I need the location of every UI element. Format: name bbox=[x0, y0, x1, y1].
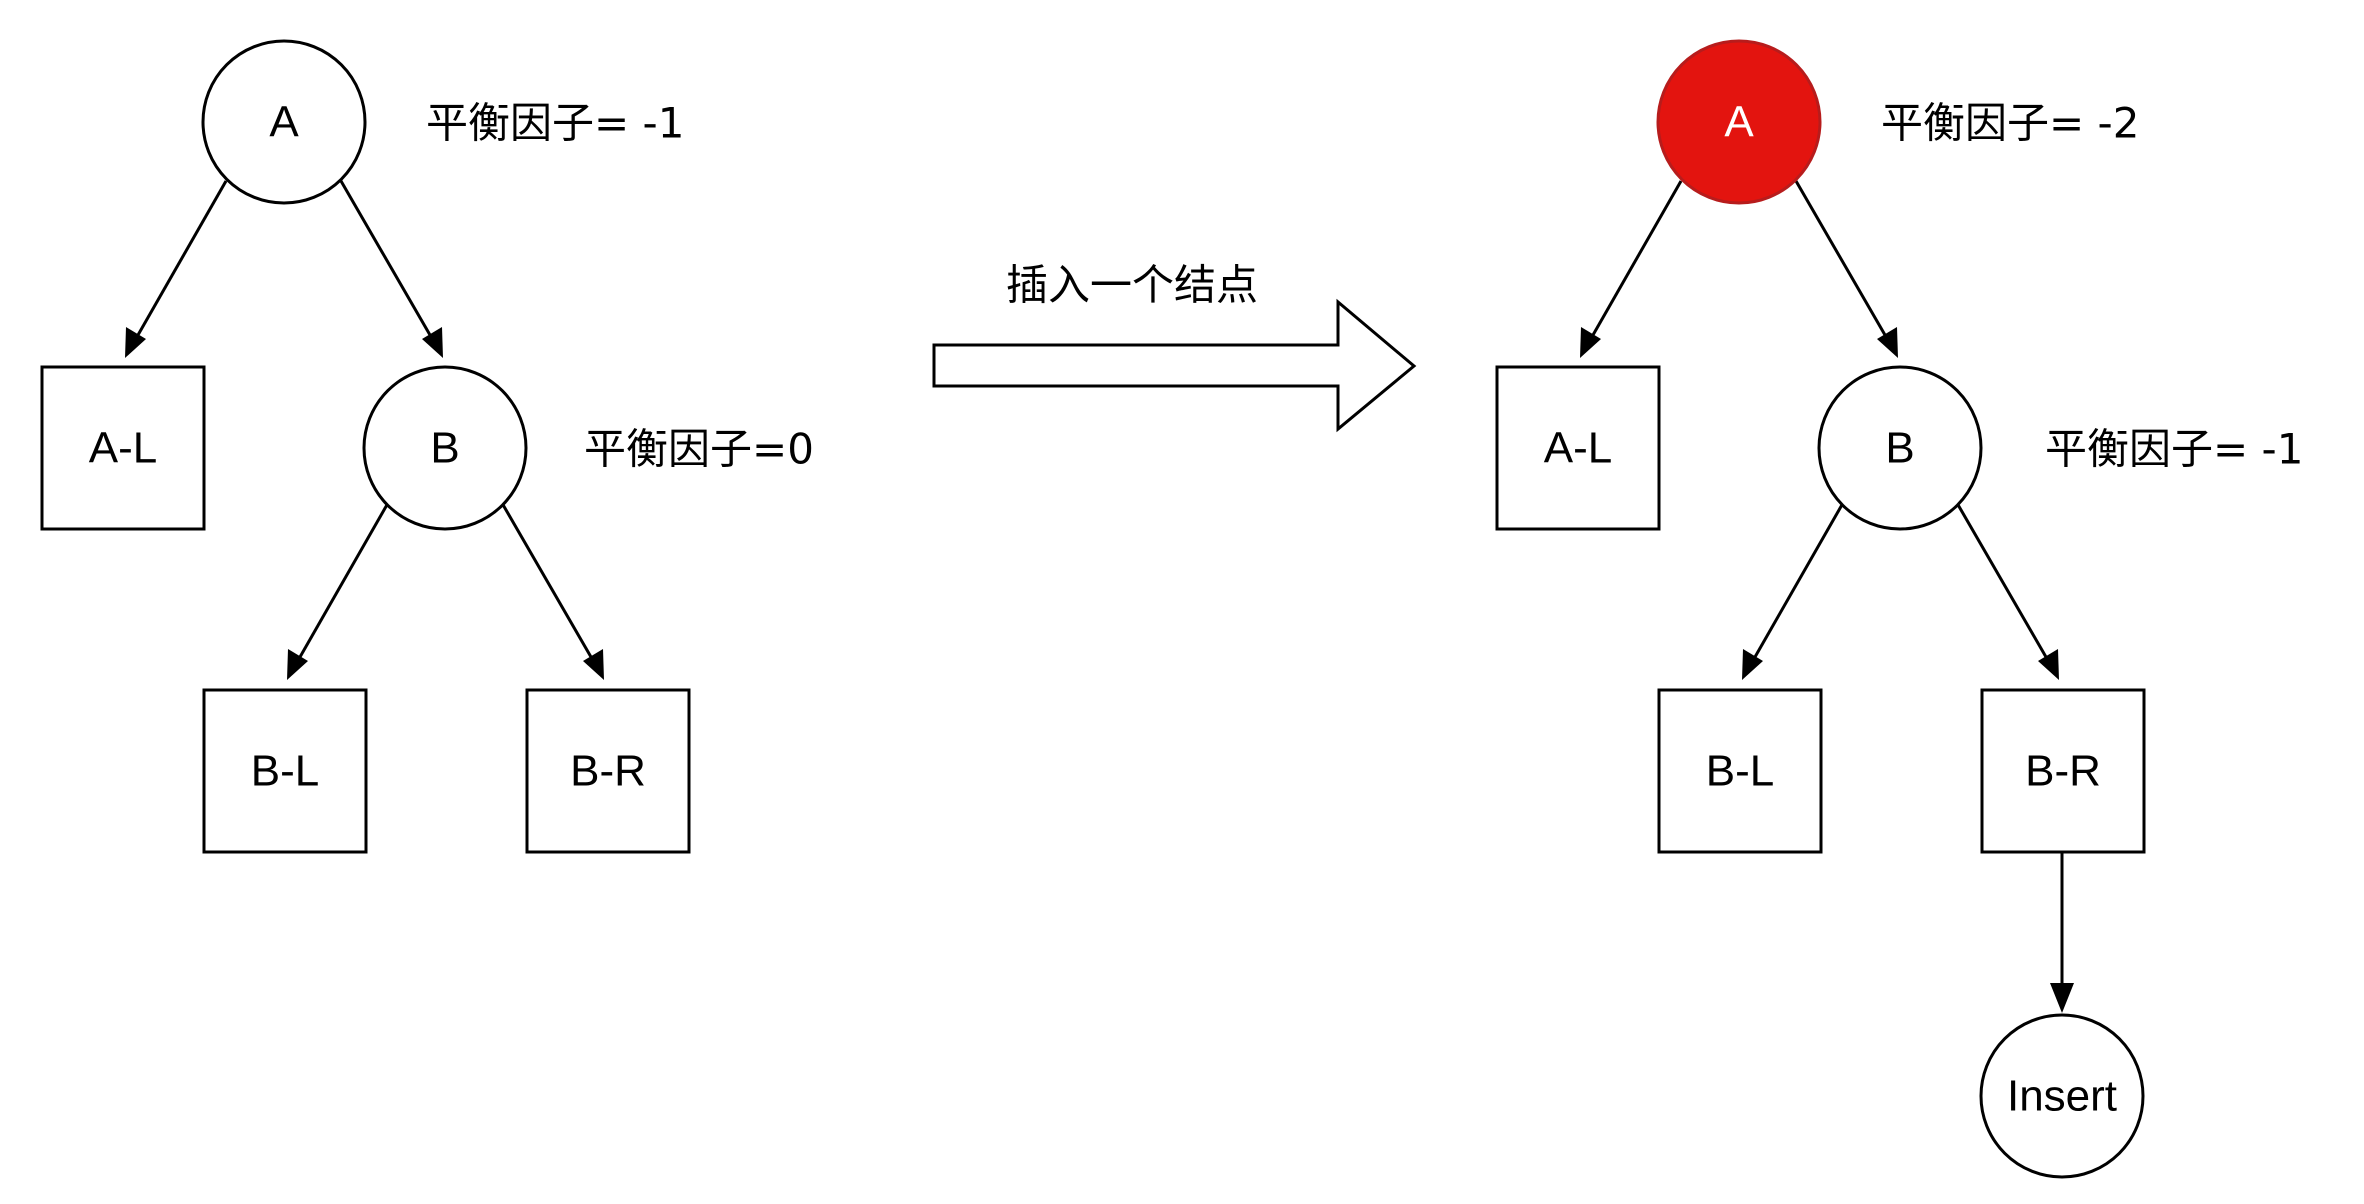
edge-a-to-b bbox=[1794, 180, 1887, 336]
edge-b-to-bl bbox=[1753, 502, 1845, 658]
node-b-r-label: B-R bbox=[570, 747, 646, 796]
node-b-r: B-R bbox=[525, 688, 691, 854]
node-b: B bbox=[1817, 365, 1983, 531]
node-b-l-label: B-L bbox=[1706, 747, 1774, 796]
node-b-l: B-L bbox=[202, 688, 368, 854]
edge-b-to-br bbox=[1955, 502, 2048, 658]
node-b: B bbox=[362, 365, 528, 531]
node-insert-label: Insert bbox=[2007, 1072, 2117, 1121]
balance-factor-a: 平衡因子= -2 bbox=[1881, 99, 2139, 148]
node-b-l-label: B-L bbox=[251, 747, 319, 796]
balance-factor-b: 平衡因子= -1 bbox=[2045, 425, 2303, 474]
node-a-l-label: A-L bbox=[1544, 424, 1612, 473]
arrowhead bbox=[1742, 649, 1763, 680]
transition: 插入一个结点 bbox=[932, 261, 1417, 433]
tree-after: A 平衡因子= -2 A-L B 平衡因子= -1 B-L B-R Insert bbox=[1495, 39, 2303, 1179]
node-a: A bbox=[201, 39, 367, 205]
edge-a-to-al bbox=[136, 180, 228, 336]
arrowhead bbox=[287, 649, 308, 680]
arrowhead bbox=[1580, 327, 1601, 358]
edge-b-to-br bbox=[500, 502, 593, 658]
node-a-label: A bbox=[269, 98, 299, 147]
balance-factor-b: 平衡因子=0 bbox=[584, 425, 814, 474]
node-b-l: B-L bbox=[1657, 688, 1823, 854]
node-b-label: B bbox=[430, 424, 459, 473]
block-arrow bbox=[932, 298, 1417, 433]
node-b-r-label: B-R bbox=[2025, 747, 2101, 796]
node-a-l-label: A-L bbox=[89, 424, 157, 473]
edge-a-to-al bbox=[1591, 180, 1683, 336]
node-b-r: B-R bbox=[1980, 688, 2146, 854]
tree-before: A 平衡因子= -1 A-L B 平衡因子=0 B-L B-R bbox=[40, 39, 814, 854]
arrowhead bbox=[125, 327, 146, 358]
node-a-l: A-L bbox=[40, 365, 206, 531]
balance-factor-a: 平衡因子= -1 bbox=[426, 99, 684, 148]
node-insert: Insert bbox=[1979, 1013, 2145, 1179]
transition-label: 插入一个结点 bbox=[1006, 261, 1258, 310]
edge-b-to-bl bbox=[298, 502, 390, 658]
edge-a-to-b bbox=[339, 180, 432, 336]
node-a-highlight-circle bbox=[1656, 39, 1822, 205]
node-b-label: B bbox=[1885, 424, 1914, 473]
node-a-label: A bbox=[1724, 98, 1754, 147]
node-a-l: A-L bbox=[1495, 365, 1661, 531]
arrowhead bbox=[1877, 327, 1898, 358]
arrowhead bbox=[2050, 983, 2074, 1013]
arrowhead bbox=[2038, 649, 2059, 680]
arrowhead bbox=[583, 649, 604, 680]
arrowhead bbox=[422, 327, 443, 358]
node-a-unbalanced: A bbox=[1656, 39, 1822, 205]
